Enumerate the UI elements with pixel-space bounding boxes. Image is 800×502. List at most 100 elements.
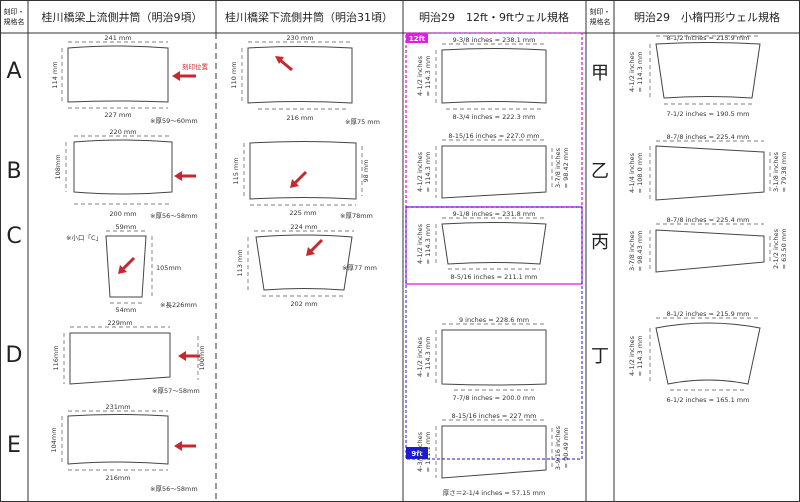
arrow-icon <box>118 265 127 274</box>
col4-otsu-side: 4-1/4 inches <box>628 152 636 193</box>
col1-b-side: 108mm <box>54 154 62 179</box>
col3-e-right: 3-9/16 inches <box>554 425 562 470</box>
arrow-icon <box>292 170 308 186</box>
arrow-icon <box>120 256 136 272</box>
row-label-e: E <box>7 433 21 458</box>
arrow-icon <box>306 247 315 256</box>
col2-brick-c: 224 mm 202 mm 113 mm ※厚77 mm <box>236 223 377 308</box>
col3-c-bottom: 8-5/16 inches = 211.1 mm <box>450 273 537 281</box>
badge-12ft <box>406 33 428 43</box>
arrow-icon <box>275 56 284 64</box>
col2-a-side: 110 mm <box>230 61 238 88</box>
col1-brick-c: 59mm 54mm 105mm ※小口「C」 ※長226mm <box>66 223 197 314</box>
col4-tei-bottom: 6-1/2 inches = 165.1 mm <box>667 396 750 404</box>
col4-hei-right2: = 63.50 mm <box>780 229 788 270</box>
col2-b-right: 98 mm <box>362 159 370 182</box>
col1-c-side: 105mm <box>156 264 181 272</box>
col2-b-bottom: 225 mm <box>289 209 316 217</box>
col1-e-bottom: 216mm <box>105 474 130 482</box>
col1-a-mark: 刻印位置 <box>182 62 209 71</box>
col2-c-side: 113 mm <box>236 249 244 276</box>
col3-a-side2: = 114.3 mm <box>424 56 432 97</box>
label-header-right-2: 規格名 <box>590 17 611 26</box>
col4-hei-side2: = 98.43 mm <box>636 231 644 272</box>
col1-c-top: 59mm <box>116 223 137 231</box>
col1-c-mark: ※小口「C」 <box>66 233 102 242</box>
col1-brick-b: 220 mm 200 mm 108mm ※厚56〜58mm <box>54 128 198 220</box>
col3-brick-b: 8-15/16 inches = 227.0 mm 4-1/2 inches =… <box>416 132 570 199</box>
col3-b-side2: = 114.3 mm <box>424 152 432 193</box>
col4-brick-otsu: 8-7/8 inches = 225.4 mm 4-1/4 inches = 1… <box>628 133 788 201</box>
col1-header: 桂川橋梁上流側井筒（明治9頃） <box>42 10 203 24</box>
badge-9ft-label: 9ft <box>411 450 423 458</box>
col4-tei-side: 4-1/2 inches <box>628 335 636 376</box>
kanji-label-hei: 丙 <box>591 232 609 253</box>
arrow-icon <box>172 71 180 81</box>
col3-a-bottom: 8-3/4 inches = 222.3 mm <box>453 113 536 121</box>
col1-d-right: 100mm <box>198 345 206 370</box>
spec-group-9ft <box>405 206 583 460</box>
kanji-label-tei: 丁 <box>591 346 609 367</box>
col3-brick-d: 9 inches = 228.6 mm 7-7/8 inches = 200.0… <box>416 316 547 402</box>
col1-a-side: 114 mm <box>51 61 59 88</box>
col4-tei-top: 8-1/2 inches = 215.9 mm <box>667 310 750 318</box>
col1-e-side: 104mm <box>50 427 58 452</box>
col4-kou-top: 8-1/2 inches = 215.9 mm <box>667 34 750 42</box>
arrow-icon <box>308 238 324 254</box>
col4-otsu-top: 8-7/8 inches = 225.4 mm <box>667 133 750 141</box>
col4-kou-bottom: 7-1/2 inches = 190.5 mm <box>667 110 750 118</box>
col3-c-side2: = 114.3 mm <box>424 224 432 265</box>
row-label-d: D <box>6 343 23 368</box>
col4-kou-side2: = 114.3 mm <box>636 52 644 93</box>
col1-b-top: 220 mm <box>109 128 136 136</box>
kanji-label-otsu: 乙 <box>591 161 609 182</box>
col4-tei-side2: = 114.3 mm <box>636 336 644 377</box>
col3-e-side2: = 111.1 mm <box>424 432 432 473</box>
col4-hei-right: 2-1/2 inches <box>772 228 780 269</box>
col2-brick-b: 225 mm 115 mm 98 mm ※厚78mm <box>232 141 373 220</box>
col4-brick-kou: 8-1/2 inches = 215.9 mm 7-1/2 inches = 1… <box>628 34 761 118</box>
col3-d-side: 4-1/2 inches <box>416 336 424 377</box>
row-label-c: C <box>6 224 21 249</box>
col3-a-side: 4-1/2 inches <box>416 55 424 96</box>
col4-header: 明治29 小楕円形ウェル規格 <box>634 10 780 24</box>
col1-a-bottom: 227 mm <box>104 111 131 119</box>
col2-c-note: ※厚77 mm <box>342 264 377 272</box>
col3-b-right2: = 98.42 mm <box>562 148 570 189</box>
col4-otsu-right: 3-1/8 inches <box>772 151 780 192</box>
arrow-icon <box>174 171 182 181</box>
row-label-a: A <box>6 59 21 84</box>
arrow-icon <box>279 58 293 72</box>
col3-d-side2: = 114.3 mm <box>424 337 432 378</box>
label-header-left-2: 規格名 <box>4 17 25 26</box>
col4-hei-side: 3-7/8 inches <box>628 230 636 271</box>
col2-a-bottom: 216 mm <box>286 114 313 122</box>
col1-a-top: 241 mm <box>104 34 131 42</box>
col1-brick-d: 229mm 116mm 100mm ※厚57〜58mm <box>52 319 206 395</box>
label-header-left-1: 刻印・ <box>4 7 25 16</box>
col2-b-note: ※厚78mm <box>340 212 373 220</box>
col3-c-side: 4-1/2 inches <box>416 223 424 264</box>
label-header-right-1: 刻印・ <box>590 7 611 16</box>
arrow-icon <box>290 179 299 188</box>
col4-hei-top: 8-7/8 inches = 225.4 mm <box>667 216 750 224</box>
col3-b-side: 4-1/2 inches <box>416 151 424 192</box>
badge-12ft-label: 12ft <box>409 35 426 43</box>
col1-brick-e: 231mm 216mm 104mm ※厚56〜58mm <box>50 403 198 493</box>
arrow-icon <box>174 441 182 451</box>
col2-header: 桂川橋梁下流側井筒（明治31頃） <box>225 10 393 24</box>
col1-a-note: ※厚59〜60mm <box>150 117 198 125</box>
col4-otsu-side2: = 108.0 mm <box>636 153 644 194</box>
kanji-label-kou: 甲 <box>591 63 609 84</box>
col1-b-note: ※厚56〜58mm <box>150 212 198 220</box>
col2-brick-a: 230 mm 216 mm 110 mm ※厚75 mm <box>230 34 380 126</box>
col1-d-side: 116mm <box>52 345 60 370</box>
col1-e-top: 231mm <box>105 403 130 411</box>
col2-a-top: 230 mm <box>286 34 313 42</box>
col1-e-note: ※厚56〜58mm <box>150 485 198 493</box>
col3-e-side: 4-3/8 inches <box>416 431 424 472</box>
col1-d-top: 229mm <box>107 319 132 327</box>
col1-b-bottom: 200 mm <box>109 210 136 218</box>
